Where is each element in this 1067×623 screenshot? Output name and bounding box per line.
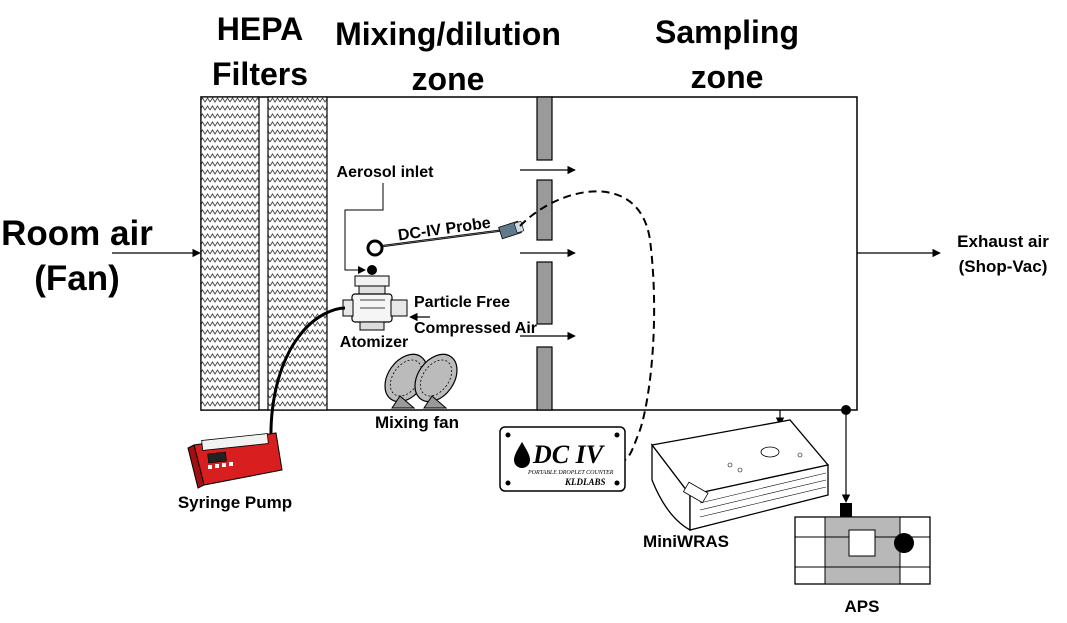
syringe-pump-label: Syringe Pump (178, 493, 292, 512)
dc4-title: DC IV (532, 440, 606, 469)
aps-device (794, 503, 931, 585)
probe-cable (519, 190, 656, 463)
heading-mixing-line2: zone (412, 61, 485, 97)
dc4-brand: KLDLABS (564, 477, 606, 487)
heading-mixing-line1: Mixing/dilution (335, 16, 561, 52)
room-air-label-line2: (Fan) (34, 259, 120, 298)
heading-hepa-line2: Filters (212, 56, 308, 92)
heading-sampling-line2: zone (691, 59, 764, 95)
hepa-filter-2 (267, 96, 328, 411)
aerosol-inlet-label: Aerosol inlet (337, 164, 435, 181)
probe-inlet-ring (366, 239, 384, 257)
dc4-subtitle: PORTABLE DROPLET COUNTER (527, 470, 614, 476)
miniwras-device (650, 419, 830, 532)
probe-tip-icon (498, 220, 525, 240)
aps-label: APS (845, 597, 880, 616)
aerosol-inlet-leader (344, 183, 384, 271)
baffle-segment-4 (536, 346, 553, 411)
atomizer-icon (342, 275, 408, 331)
atomizer-label: Atomizer (340, 334, 408, 351)
baffle-segment-2 (536, 179, 553, 241)
baffle-segment-3 (536, 261, 553, 325)
mixing-fan-label: Mixing fan (375, 413, 459, 432)
baffle-segment-1 (536, 96, 553, 161)
aerosol-inlet-dot (367, 265, 377, 275)
miniwras-label: MiniWRAS (643, 532, 729, 551)
exhaust-label-line1: Exhaust air (957, 232, 1049, 251)
syringe-pump-icon (187, 432, 283, 489)
exhaust-label-line2: (Shop-Vac) (959, 257, 1048, 276)
probe-tube-inner (382, 229, 506, 247)
heading-hepa-line1: HEPA (217, 11, 304, 47)
hepa-filter-1 (200, 96, 260, 411)
droplet-icon (514, 442, 530, 468)
room-air-label-line1: Room air (1, 214, 153, 253)
dc4-device (499, 426, 626, 492)
syringe-tube (269, 306, 346, 442)
particle-free-label-line2: Compressed Air (414, 320, 537, 337)
aerosol-inlet-leader-arrowhead (358, 266, 366, 274)
particle-free-label-line1: Particle Free (414, 294, 510, 311)
mixing-fan-icon (384, 353, 458, 409)
probe-label: DC-IV Probe (397, 215, 492, 245)
heading-sampling-line1: Sampling (655, 14, 799, 50)
